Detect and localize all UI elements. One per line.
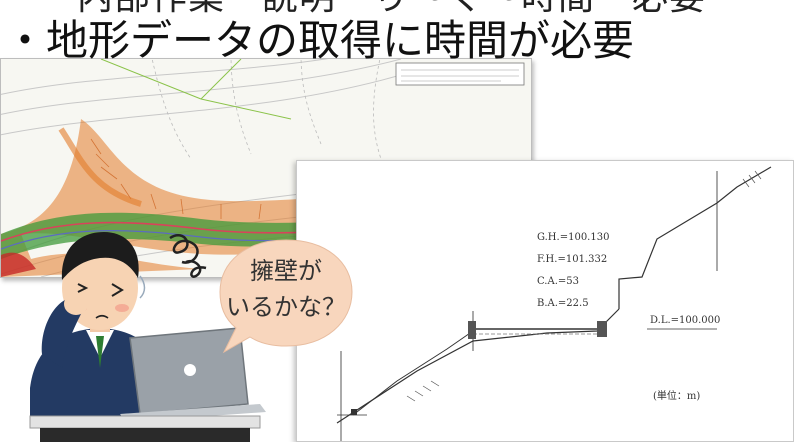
person-thinking-icon [0,218,290,442]
dl-label: D.L.=100.000 [650,315,721,326]
dimension-gh: G.H.=100.130 [537,232,610,243]
dimension-fh: F.H.=101.332 [537,254,608,265]
partial-heading: ・内部作業ー説明・り〜く〜時間・必要 [40,0,794,18]
person-illustration [29,232,266,442]
bullet-heading: ・地形データの取得に時間が必要 [4,16,635,65]
dimension-ba: B.A.=22.5 [537,298,589,309]
bubble-line-1: 擁壁が [250,257,322,285]
cross-section-drawing: G.H.=100.130 F.H.=101.332 C.A.=53 B.A.=2… [296,160,794,442]
dimension-ca: C.A.=53 [537,276,579,287]
unit-note: (単位：m) [653,391,701,402]
cross-section-graphic [336,166,772,441]
speech-bubble-shape [219,239,353,354]
bubble-line-2: いるかな？ [226,293,346,321]
confused-squiggle-icon [169,234,207,278]
speech-bubble: 擁壁が いるかな？ [218,236,354,356]
dimension-list: G.H.=100.130 F.H.=101.332 C.A.=53 B.A.=2… [537,227,609,315]
